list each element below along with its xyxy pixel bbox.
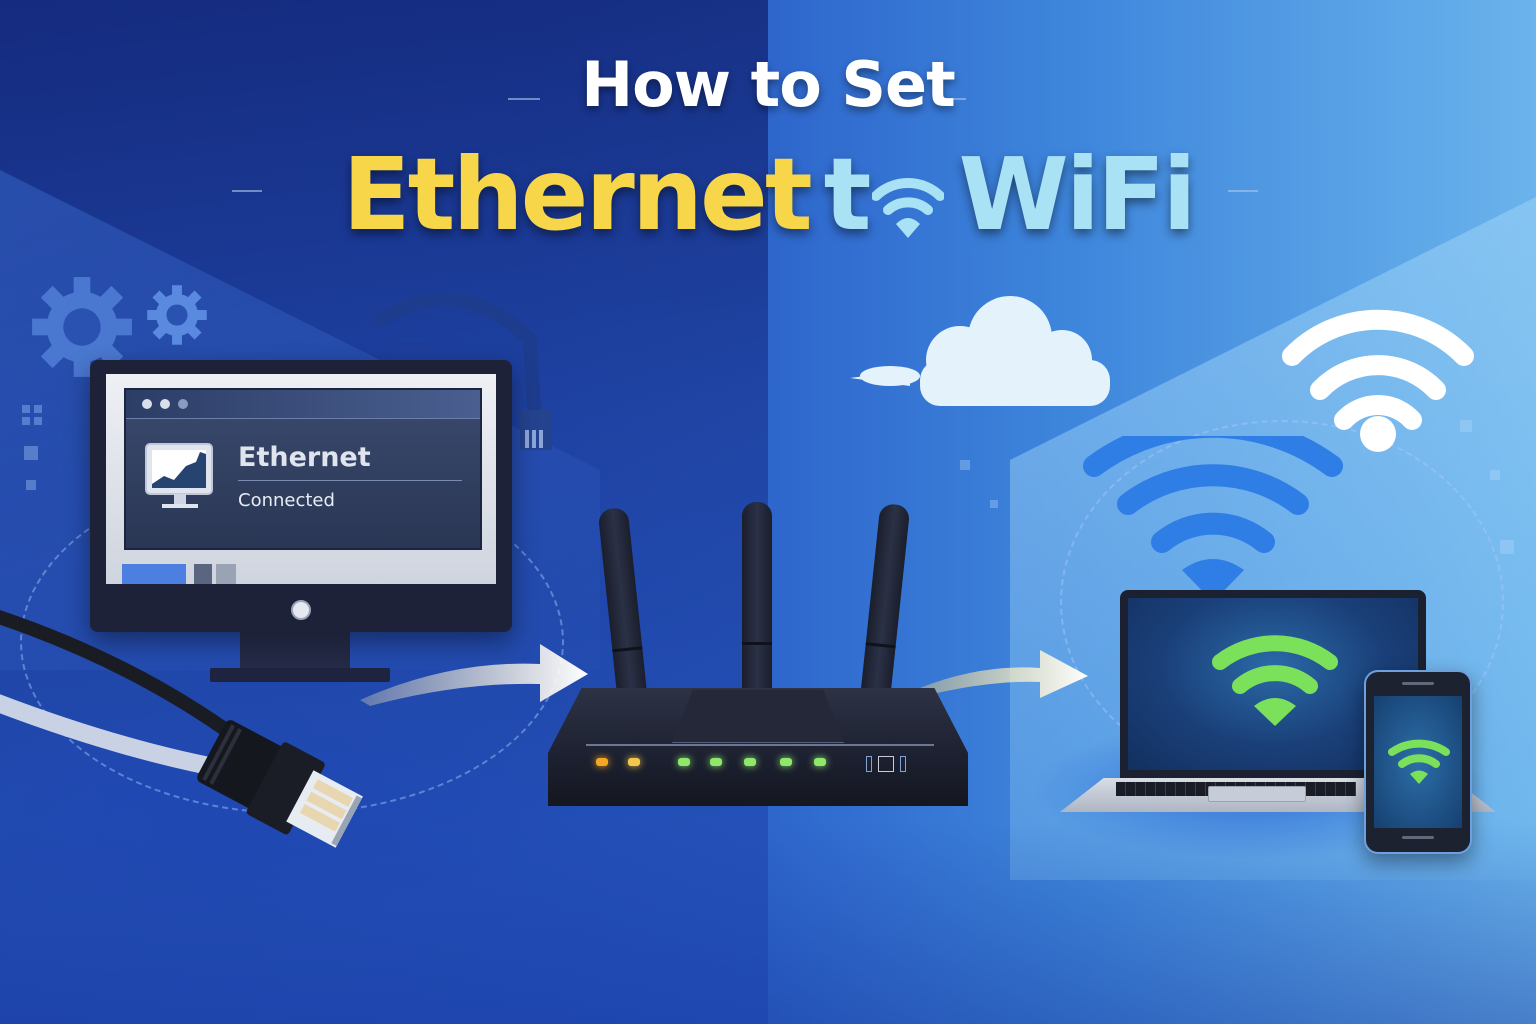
ethernet-cable-icon: [0, 609, 363, 848]
title-wifi: WiFi: [958, 136, 1196, 253]
router-top-panel: [672, 690, 844, 743]
window-dot[interactable]: [142, 399, 152, 409]
wifi-icon: [1083, 436, 1343, 602]
title-ethernet: Ethernet: [342, 136, 812, 253]
router-led: [596, 758, 608, 766]
phone-home-button[interactable]: [1402, 836, 1434, 839]
router-led: [780, 758, 792, 766]
gear-icon: [147, 285, 207, 345]
network-status-window: Ethernet Connected: [124, 388, 482, 550]
arrow-right-icon: [920, 650, 1088, 698]
connection-status: Connected: [238, 490, 335, 511]
router-led: [744, 758, 756, 766]
router-port: [878, 756, 894, 772]
router-led: [628, 758, 640, 766]
cloud-icon: [850, 296, 1110, 406]
decor-square: [960, 460, 970, 470]
arrow-right-icon: [360, 644, 588, 706]
taskbar-button[interactable]: [216, 564, 236, 584]
window-dot[interactable]: [160, 399, 170, 409]
desktop-monitor: Ethernet Connected: [90, 360, 512, 632]
laptop: [1120, 590, 1426, 778]
decor-square: [1460, 420, 1472, 432]
background-cable-icon: [373, 292, 552, 450]
decor-square: [34, 405, 42, 413]
router-led: [678, 758, 690, 766]
title-line-2: Ethernet t WiFi: [0, 140, 1536, 250]
title-to: t: [824, 140, 945, 250]
router-led: [814, 758, 826, 766]
decor-square: [1490, 470, 1500, 480]
router-front-panel: [586, 744, 934, 786]
decor-square: [24, 446, 38, 460]
title-rule-left-2: [232, 190, 262, 192]
floor: [0, 820, 1536, 1024]
title-rule-left: [508, 98, 540, 100]
decor-square: [22, 405, 30, 413]
title-to-t: t: [823, 136, 872, 253]
decor-square: [34, 417, 42, 425]
gear-icon: [32, 277, 132, 377]
router-antenna: [742, 502, 772, 702]
phone-screen: [1374, 696, 1462, 828]
router-antenna: [859, 502, 911, 706]
power-button[interactable]: [291, 600, 311, 620]
decor-square: [26, 480, 36, 490]
monitor-screen: Ethernet Connected: [106, 374, 496, 584]
title-rule-right-2: [1228, 190, 1258, 192]
taskbar-button[interactable]: [122, 564, 186, 584]
router-led: [710, 758, 722, 766]
window-dot[interactable]: [178, 399, 188, 409]
router-port: [866, 756, 872, 772]
monitor-stand-base: [210, 668, 390, 682]
monitor-stand: [240, 632, 350, 672]
connection-label: Ethernet: [238, 442, 371, 473]
title-line-1: How to Set: [581, 48, 956, 121]
window-titlebar: [126, 390, 480, 419]
taskbar-button[interactable]: [194, 564, 212, 584]
divider: [238, 480, 462, 481]
phone-speaker: [1402, 682, 1434, 685]
decor-square: [990, 500, 998, 508]
wifi-icon: [1388, 739, 1450, 784]
smartphone: [1364, 670, 1472, 854]
title-rule-right: [934, 98, 966, 100]
decor-square: [1500, 540, 1514, 554]
wifi-icon: [1282, 309, 1474, 452]
monitor-network-icon: [145, 443, 213, 508]
laptop-trackpad: [1208, 786, 1306, 802]
decor-square: [22, 417, 30, 425]
wifi-icon: [1212, 635, 1338, 726]
wifi-icon: [872, 178, 945, 238]
router-port: [900, 756, 906, 772]
